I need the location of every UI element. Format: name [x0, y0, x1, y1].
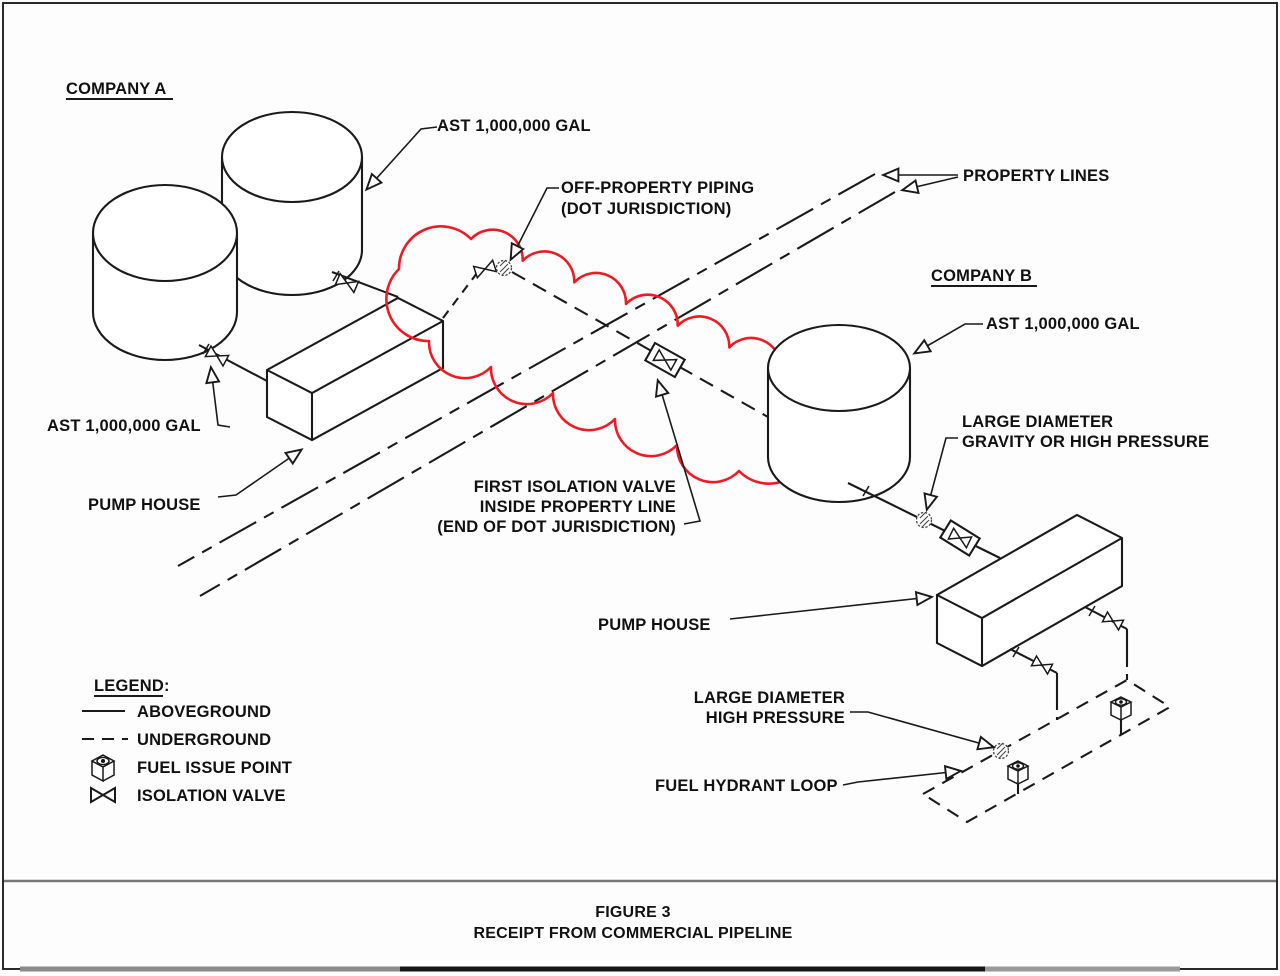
tank-a2	[220, 110, 364, 297]
dot-pipeline	[442, 271, 769, 418]
tank-b	[766, 323, 912, 504]
pipe-riser-dashed	[442, 272, 478, 319]
figure-number: FIGURE 3	[595, 904, 670, 921]
legend-item-underground: UNDERGROUND	[137, 731, 271, 749]
leader-lines	[211, 126, 993, 786]
title-block: FIGURE 3 RECEIPT FROM COMMERCIAL PIPELIN…	[4, 879, 1276, 972]
legend-item-isolation-valve: ISOLATION VALVE	[137, 787, 286, 805]
legend-title: LEGEND:	[94, 677, 170, 695]
property-lines-label: PROPERTY LINES	[963, 167, 1109, 185]
leader-large-gravity	[927, 437, 958, 509]
first-valve-label-2: INSIDE PROPERTY LINE	[480, 498, 676, 516]
first-isolation-valve	[643, 341, 687, 379]
fuel-hydrant-loop-ring	[920, 678, 1173, 824]
figure-title: RECEIPT FROM COMMERCIAL PIPELINE	[473, 925, 792, 942]
legend-item-aboveground: ABOVEGROUND	[137, 703, 271, 721]
hydrant-loop-piping	[920, 605, 1173, 824]
fuel-issue-point	[1006, 760, 1030, 794]
large-hp-label-2: HIGH PRESSURE	[706, 709, 845, 727]
isolation-valve-icon	[947, 526, 973, 550]
first-valve-label-3: (END OF DOT JURISDICTION)	[437, 518, 676, 536]
off-property-label-2: (DOT JURISDICTION)	[561, 200, 731, 218]
pump-house-a	[265, 296, 445, 442]
leader-property-line-2	[903, 176, 959, 190]
legend-item-fuel-issue-point: FUEL ISSUE POINT	[137, 759, 292, 777]
fuel-issue-point	[1109, 696, 1133, 734]
isolation-valve-icon	[1101, 610, 1125, 632]
leader-ast-a2	[367, 126, 438, 189]
isolation-valve-icon	[472, 258, 498, 280]
leader-off-property	[511, 187, 559, 259]
company-b-supply-pipe	[847, 482, 1001, 559]
transition-circle	[915, 511, 933, 529]
nozzle-tick	[1012, 646, 1020, 658]
large-hp-label-1: LARGE DIAMETER	[694, 689, 845, 707]
ast-a1-label: AST 1,000,000 GAL	[47, 417, 201, 435]
tank-a1-roof	[91, 183, 239, 283]
revision-cloud	[385, 225, 825, 485]
property-lines	[177, 173, 896, 597]
ast-b-label: AST 1,000,000 GAL	[986, 315, 1140, 333]
isolation-valve-icon	[204, 344, 230, 368]
tank-b-roof	[766, 323, 912, 413]
leader-fuel-loop	[842, 771, 960, 786]
off-property-label-1: OFF-PROPERTY PIPING	[561, 179, 754, 197]
company-b-title: COMPANY B	[931, 267, 1032, 285]
leader-large-hp	[850, 711, 993, 747]
transition-circle	[992, 742, 1010, 760]
pump-house-b	[935, 513, 1124, 668]
tank-a1	[91, 183, 239, 362]
isolation-valve-icon	[90, 786, 116, 804]
large-gravity-label-2: GRAVITY OR HIGH PRESSURE	[962, 433, 1209, 451]
nozzle-tick	[202, 343, 210, 355]
leader-pump-house-b	[729, 597, 931, 620]
isolation-valve-icon	[334, 272, 360, 294]
nozzle-tick	[862, 485, 870, 497]
off-property-pipeline	[511, 271, 769, 418]
leader-pump-house-a	[217, 450, 301, 498]
large-gravity-label-1: LARGE DIAMETER	[962, 413, 1113, 431]
property-line-2	[199, 191, 896, 597]
property-line-1	[177, 173, 876, 567]
first-valve-label-1: FIRST ISOLATION VALVE	[474, 478, 676, 496]
legend: LEGEND: ABOVEGROUND UNDERGROUND FUEL ISS…	[82, 677, 292, 805]
leader-ast-b	[915, 323, 983, 353]
fuel-hydrant-loop-label: FUEL HYDRANT LOOP	[655, 777, 838, 795]
fuel-issue-point-icon	[90, 754, 116, 783]
leader-first-valve	[658, 381, 702, 525]
transition-circle	[495, 259, 513, 277]
ast-a2-label: AST 1,000,000 GAL	[437, 117, 591, 135]
company-a-title: COMPANY A	[66, 80, 167, 98]
nozzle-tick	[332, 270, 340, 282]
tank-a2-roof	[220, 110, 364, 204]
leader-ast-a1	[211, 368, 231, 428]
pipeline-origin-fittings	[472, 258, 513, 280]
pump-house-b-label: PUMP HOUSE	[598, 616, 711, 634]
pump-house-a-label: PUMP HOUSE	[88, 496, 201, 514]
nozzle-tick	[1088, 605, 1096, 617]
isolation-valve-icon	[1030, 654, 1054, 676]
isolation-valve-icon	[652, 348, 678, 372]
